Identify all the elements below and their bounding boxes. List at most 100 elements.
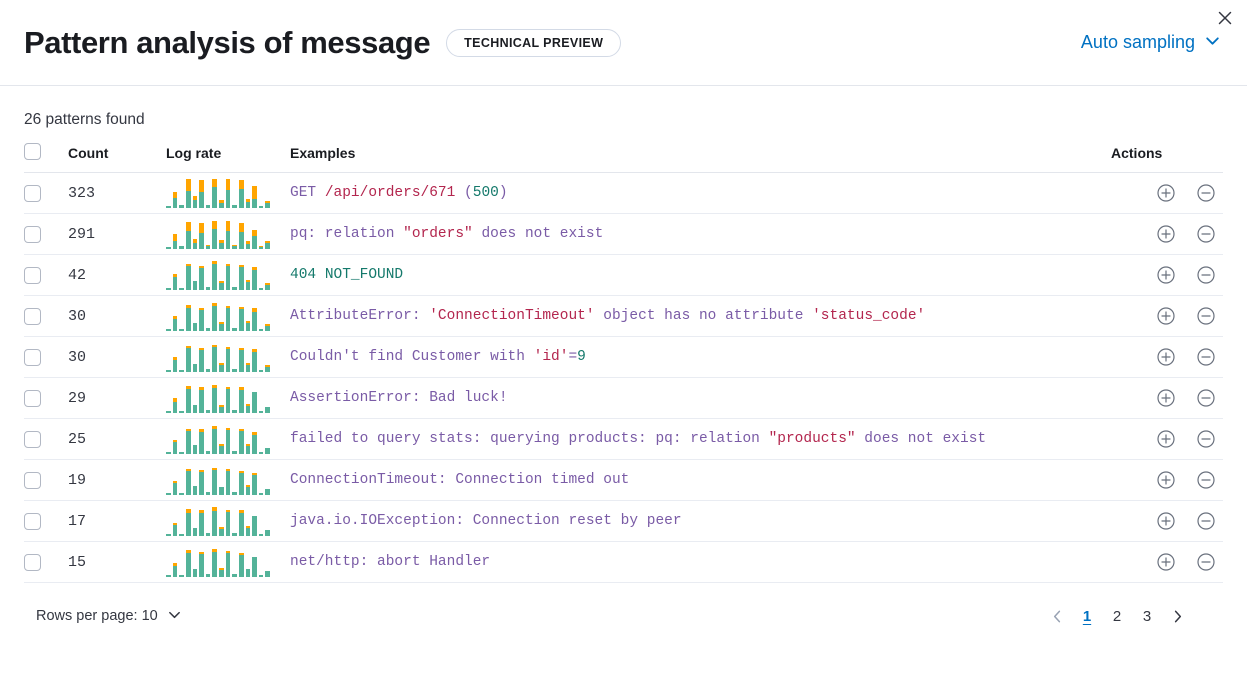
plus-circle-icon[interactable] [1155,223,1177,245]
row-actions [1111,551,1223,573]
sparkline-bar [179,452,184,454]
column-header-log-rate[interactable]: Log rate [166,143,290,173]
chevron-right-icon[interactable] [1163,601,1191,631]
plus-circle-icon[interactable] [1155,428,1177,450]
sparkline-bar [172,481,178,495]
row-checkbox[interactable] [24,553,41,571]
sparkline-segment-orange [212,303,217,306]
sparkline-segment-teal [205,451,211,454]
count-cell: 42 [68,254,166,296]
log-rate-sparkline [166,424,270,454]
sparkline-segment-orange [225,551,231,553]
plus-circle-icon[interactable] [1155,305,1177,327]
row-checkbox[interactable] [24,471,41,489]
count-value: 323 [68,185,96,202]
table-footer: Rows per page: 10 1 2 3 [24,583,1223,631]
sparkline-segment-orange [225,510,231,512]
sparkline-segment-orange [212,507,217,511]
sparkline-segment-orange [212,549,217,552]
minus-circle-icon[interactable] [1195,305,1217,327]
sparkline-bar [179,534,184,536]
sparkline-segment-teal [185,513,191,536]
sparkline-segment-teal [185,308,191,331]
example-token: "products" [768,431,856,447]
sparkline-segment-teal [185,471,191,495]
sparkline-segment-teal [265,448,270,454]
sparkline-segment-orange [238,348,244,350]
actions-cell [1111,336,1223,378]
example-cell: pq: relation "orders" does not exist [290,213,1111,255]
row-select-cell [24,500,68,542]
table-row[interactable]: 42 404 NOT_FOUND [24,254,1223,296]
minus-circle-icon[interactable] [1195,551,1217,573]
plus-circle-icon[interactable] [1155,346,1177,368]
row-checkbox[interactable] [24,266,41,284]
minus-circle-icon[interactable] [1195,510,1217,532]
pagination-page-2[interactable]: 2 [1112,607,1122,625]
minus-circle-icon[interactable] [1195,182,1217,204]
example-cell: Couldn't find Customer with 'id'=9 [290,336,1111,378]
plus-circle-icon[interactable] [1155,469,1177,491]
pagination-page-3[interactable]: 3 [1142,607,1152,625]
sparkline-bar [172,523,178,536]
row-checkbox[interactable] [24,184,41,202]
auto-sampling-dropdown[interactable]: Auto sampling [1081,32,1223,54]
minus-circle-icon[interactable] [1195,428,1217,450]
row-checkbox[interactable] [24,389,41,407]
sparkline-segment-orange [265,365,270,367]
column-header-count[interactable]: Count [68,143,166,173]
plus-circle-icon[interactable] [1155,551,1177,573]
sparkline-bar [238,553,244,577]
plus-circle-icon[interactable] [1155,387,1177,409]
sparkline-segment-teal [172,277,178,290]
sparkline-bar [219,487,224,495]
minus-circle-icon[interactable] [1195,346,1217,368]
select-all-checkbox[interactable] [24,143,41,160]
plus-circle-icon[interactable] [1155,510,1177,532]
example-text: 404 NOT_FOUND [290,267,1111,283]
sparkline-bar [265,448,270,454]
sparkline-bar [172,440,178,454]
sparkline-bar [172,192,178,208]
sparkline-bar [258,411,264,413]
close-icon[interactable] [1211,4,1239,32]
column-header-examples[interactable]: Examples [290,143,1111,173]
sparkline-segment-teal [166,452,171,454]
sparkline-segment-orange [199,387,204,390]
sparkline-bar [199,223,204,249]
chevron-left-icon[interactable] [1043,601,1071,631]
minus-circle-icon[interactable] [1195,469,1217,491]
sparkline-segment-orange [238,471,244,473]
rows-per-page-selector[interactable]: Rows per page: 10 [36,607,182,626]
minus-circle-icon[interactable] [1195,223,1217,245]
row-checkbox[interactable] [24,512,41,530]
pagination-page-1[interactable]: 1 [1082,607,1092,625]
sparkline-segment-teal [212,306,217,331]
row-checkbox[interactable] [24,430,41,448]
row-actions [1111,469,1223,491]
row-checkbox[interactable] [24,348,41,366]
example-token: does not exist [472,226,604,242]
minus-circle-icon[interactable] [1195,387,1217,409]
sparkline-bar [245,485,251,495]
sparkline-segment-teal [232,205,237,208]
row-checkbox[interactable] [24,307,41,325]
sparkline-segment-orange [172,316,178,319]
sparkline-bar [166,206,171,208]
plus-circle-icon[interactable] [1155,182,1177,204]
minus-circle-icon[interactable] [1195,264,1217,286]
plus-circle-icon[interactable] [1155,264,1177,286]
example-token: ( [455,185,473,201]
sparkline-bar [232,287,237,290]
row-checkbox[interactable] [24,225,41,243]
sparkline-segment-teal [265,571,270,577]
